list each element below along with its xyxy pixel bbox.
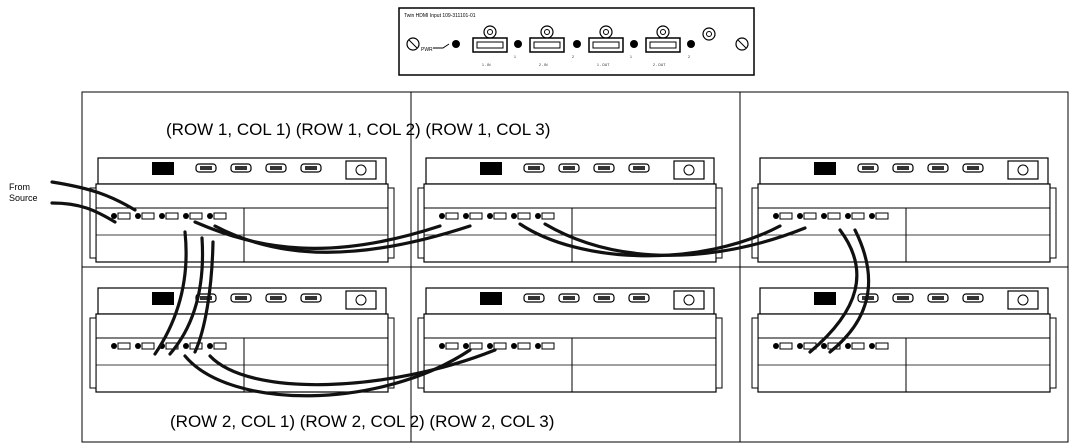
port-label-2-in: 2 - IN <box>539 63 548 67</box>
port-number-1: 1 <box>514 55 516 59</box>
row1-caption: (ROW 1, COL 1) (ROW 1, COL 2) (ROW 1, CO… <box>166 120 550 139</box>
hdmi-cables <box>50 180 871 398</box>
cable-r1c1-r1c2-b <box>213 224 472 254</box>
port-number-2: 2 <box>572 55 574 59</box>
connector-icon <box>702 27 716 41</box>
port-led-icon <box>687 40 695 48</box>
source-label-line2: Source <box>9 193 38 203</box>
projector-unit <box>89 157 395 263</box>
projector-unit <box>417 287 723 393</box>
port-label-2-out: 2 - OUT <box>653 63 666 67</box>
cable-source-1 <box>50 180 137 212</box>
port-led-icon <box>630 40 638 48</box>
cable-source-2 <box>50 201 117 224</box>
cable-r1c1-r1c2-a <box>193 220 442 250</box>
port-number-3: 1 <box>630 55 632 59</box>
screw-icon <box>735 37 749 51</box>
projector-unit <box>751 157 1057 263</box>
cable-r1c2-r1c3-b <box>543 222 807 257</box>
screw-icon <box>406 37 420 51</box>
projector-unit <box>751 287 1057 393</box>
cable-r1c1-r2c1-c <box>193 240 215 354</box>
hdmi-port-1-out <box>588 25 624 53</box>
port-led-icon <box>514 40 522 48</box>
cable-r1c1-r2c1-a <box>153 230 188 356</box>
source-label-line1: From <box>9 182 30 192</box>
port-label-1-out: 1 - OUT <box>597 63 610 67</box>
cable-r2c1-r2c2-b <box>208 348 497 387</box>
cable-r1c3-r2c3-a <box>808 228 859 354</box>
pwr-led-icon <box>452 40 460 48</box>
hdmi-input-card: Twin HDMI Input 109-311101-01 PWR 1 <box>398 7 755 76</box>
projector-unit <box>417 157 723 263</box>
port-number-4: 2 <box>688 55 690 59</box>
pwr-label: PWR <box>421 47 433 53</box>
row2-caption: (ROW 2, COL 1) (ROW 2, COL 2) (ROW 2, CO… <box>170 412 554 431</box>
cable-r1c3-r2c3-b <box>828 228 871 354</box>
hdmi-port-2-out <box>645 25 681 53</box>
hdmi-port-2-in <box>529 25 565 53</box>
port-label-1-in: 1 - IN <box>482 63 491 67</box>
cable-r1c1-r2c1-b <box>168 236 205 356</box>
port-led-icon <box>573 40 581 48</box>
hdmi-port-1-in <box>472 25 508 53</box>
projector-units <box>89 157 1057 393</box>
card-title: Twin HDMI Input 109-311101-01 <box>404 13 476 19</box>
projector-unit <box>89 287 395 393</box>
